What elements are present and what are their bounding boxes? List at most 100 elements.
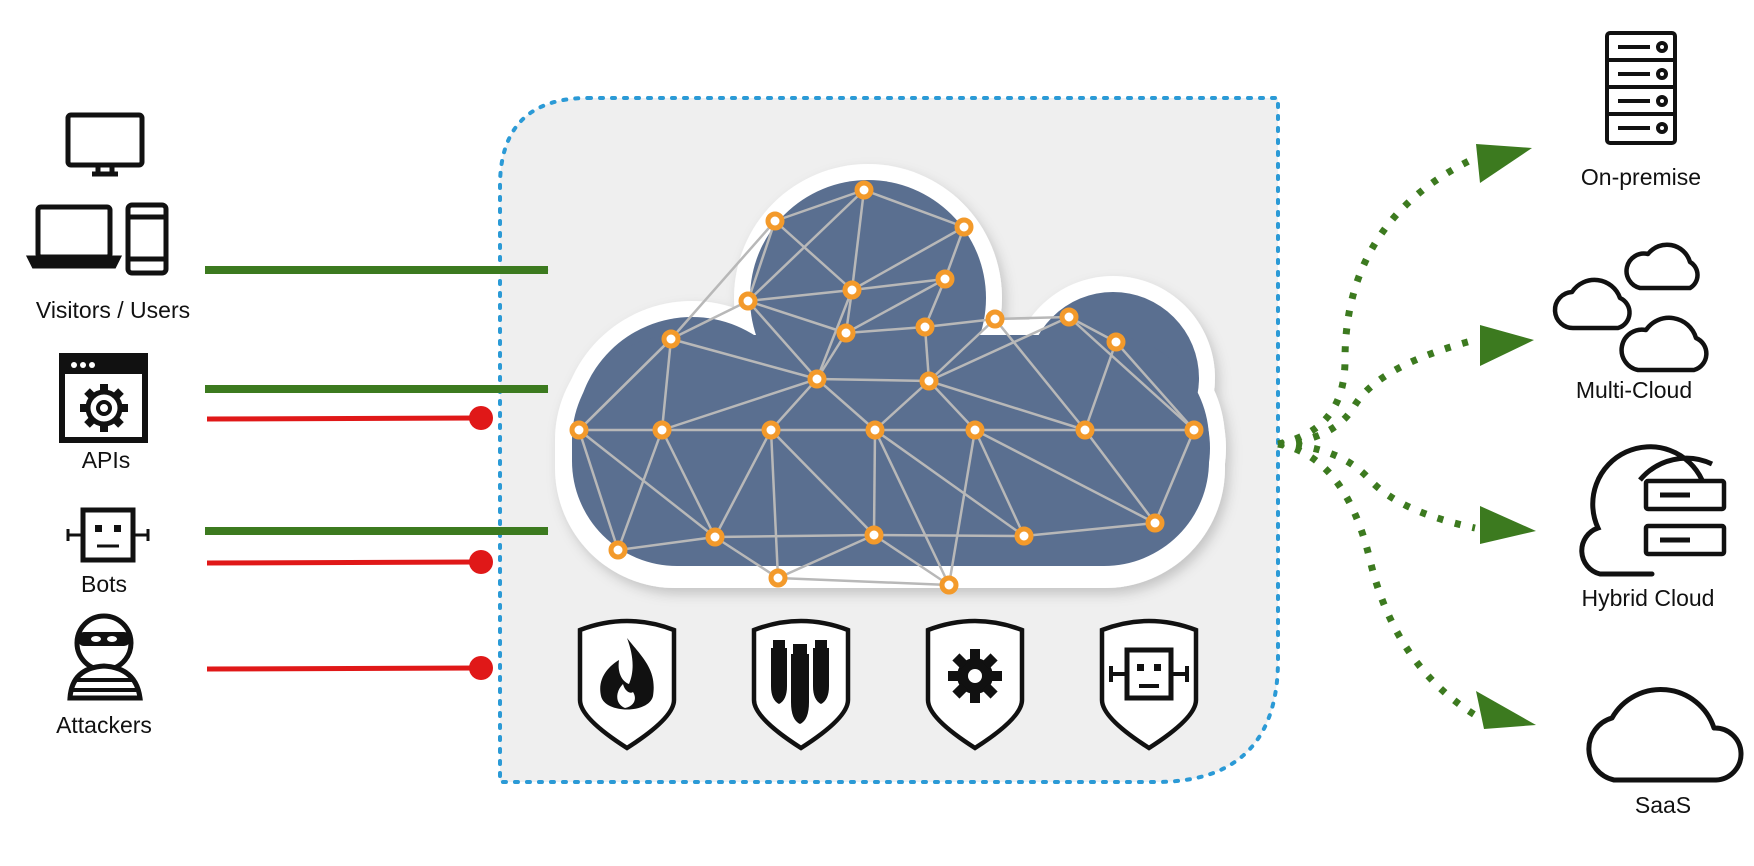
bot-shield-icon <box>1099 618 1199 751</box>
mesh-link <box>928 379 1086 432</box>
mesh-node <box>1014 526 1034 546</box>
mesh-node <box>865 420 885 440</box>
visitors-label: Visitors / Users <box>36 297 190 323</box>
mesh-link <box>770 429 875 536</box>
mesh-link <box>777 533 875 580</box>
mesh-link <box>578 429 716 538</box>
mesh-link <box>845 325 926 335</box>
mesh-link <box>1023 521 1156 538</box>
mesh-link <box>746 220 777 302</box>
attackers-blocked-line <box>206 665 479 672</box>
desktop-icon <box>65 112 145 177</box>
apis-blocked-line <box>206 415 479 422</box>
mesh-node <box>608 540 628 560</box>
mesh-node <box>915 317 935 337</box>
mesh-link <box>661 377 818 432</box>
mesh-link <box>747 300 818 380</box>
gear-shield-icon <box>925 618 1025 751</box>
mesh-link <box>928 315 1070 383</box>
mesh-link <box>617 535 716 552</box>
mesh-link <box>874 380 930 431</box>
apis-label: APIs <box>82 447 131 473</box>
mesh-node <box>569 420 589 440</box>
fire-shield-icon <box>577 618 677 751</box>
mesh-link <box>815 289 854 380</box>
mesh-link <box>973 429 1026 537</box>
mesh-link <box>747 299 847 335</box>
to-hybrid-cloud-arrow <box>1277 440 1476 532</box>
mesh-link <box>769 429 780 579</box>
mesh-link <box>777 576 950 587</box>
phone-icon <box>125 202 169 276</box>
mesh-lines <box>577 188 1196 587</box>
mesh-node <box>842 280 862 300</box>
mesh-node <box>768 568 788 588</box>
mesh-node <box>965 420 985 440</box>
mesh-link <box>714 533 875 539</box>
mesh-link <box>974 428 1156 525</box>
mesh-node <box>1145 513 1165 533</box>
multi-cloud-label: Multi-Cloud <box>1576 377 1692 403</box>
mesh-node <box>919 371 939 391</box>
mesh-link <box>872 429 877 536</box>
mesh-node <box>705 527 725 547</box>
mesh-link <box>994 315 1070 321</box>
mesh-link <box>578 338 672 431</box>
attackers-label: Attackers <box>56 712 152 738</box>
mesh-link <box>850 189 866 291</box>
mesh-node <box>854 180 874 200</box>
mesh-link <box>1083 341 1118 431</box>
mesh-link <box>873 533 950 587</box>
mesh-node <box>1059 307 1079 327</box>
mesh-link <box>851 225 965 292</box>
mesh-link <box>713 429 773 538</box>
mesh-link <box>928 318 996 382</box>
mesh-link <box>670 337 818 381</box>
mesh-link <box>774 188 865 223</box>
blocked-traffic-lines <box>206 415 479 672</box>
mesh-link <box>660 338 673 431</box>
mesh-node <box>761 420 781 440</box>
bot-icon <box>66 507 150 563</box>
mesh-link <box>714 535 779 580</box>
mesh-node <box>935 269 955 289</box>
blocked-traffic-endpoints <box>469 406 493 680</box>
mesh-node <box>1184 420 1204 440</box>
attacker-icon <box>67 613 143 701</box>
mesh-link <box>747 288 853 303</box>
mesh-node <box>652 420 672 440</box>
mesh-link <box>616 429 664 551</box>
mesh-link <box>928 380 976 431</box>
mesh-node <box>807 369 827 389</box>
mesh-node <box>661 329 681 349</box>
api-icon <box>59 353 148 443</box>
mesh-link <box>770 378 818 431</box>
mesh-link <box>845 277 946 335</box>
mesh-link <box>873 429 951 586</box>
edge-cloud <box>555 164 1226 595</box>
mesh-node <box>954 217 974 237</box>
mesh-node <box>738 291 758 311</box>
mesh-link <box>670 299 749 341</box>
mesh-link <box>873 533 1025 538</box>
mesh-link <box>774 220 853 291</box>
mesh-node <box>765 211 785 231</box>
hybrid-cloud-label: Hybrid Cloud <box>1582 585 1715 611</box>
mesh-link <box>947 429 977 586</box>
mesh-node <box>985 309 1005 329</box>
outbound-arrowheads <box>1476 144 1536 729</box>
mesh-link <box>1084 429 1156 524</box>
allowed-traffic-arrows <box>205 266 549 535</box>
mesh-link <box>1153 429 1196 524</box>
mesh-link <box>577 429 620 551</box>
bombs-shield-icon <box>751 618 851 751</box>
outbound-arrows <box>1277 154 1477 718</box>
hybrid-cloud-icon <box>1579 444 1727 577</box>
to-on-premise-arrow <box>1277 154 1477 448</box>
saas-cloud-icon <box>1586 687 1744 783</box>
mesh-link <box>863 188 965 229</box>
mesh-link <box>1115 341 1195 431</box>
server-rack-icon <box>1605 31 1677 145</box>
mesh-node <box>1075 420 1095 440</box>
